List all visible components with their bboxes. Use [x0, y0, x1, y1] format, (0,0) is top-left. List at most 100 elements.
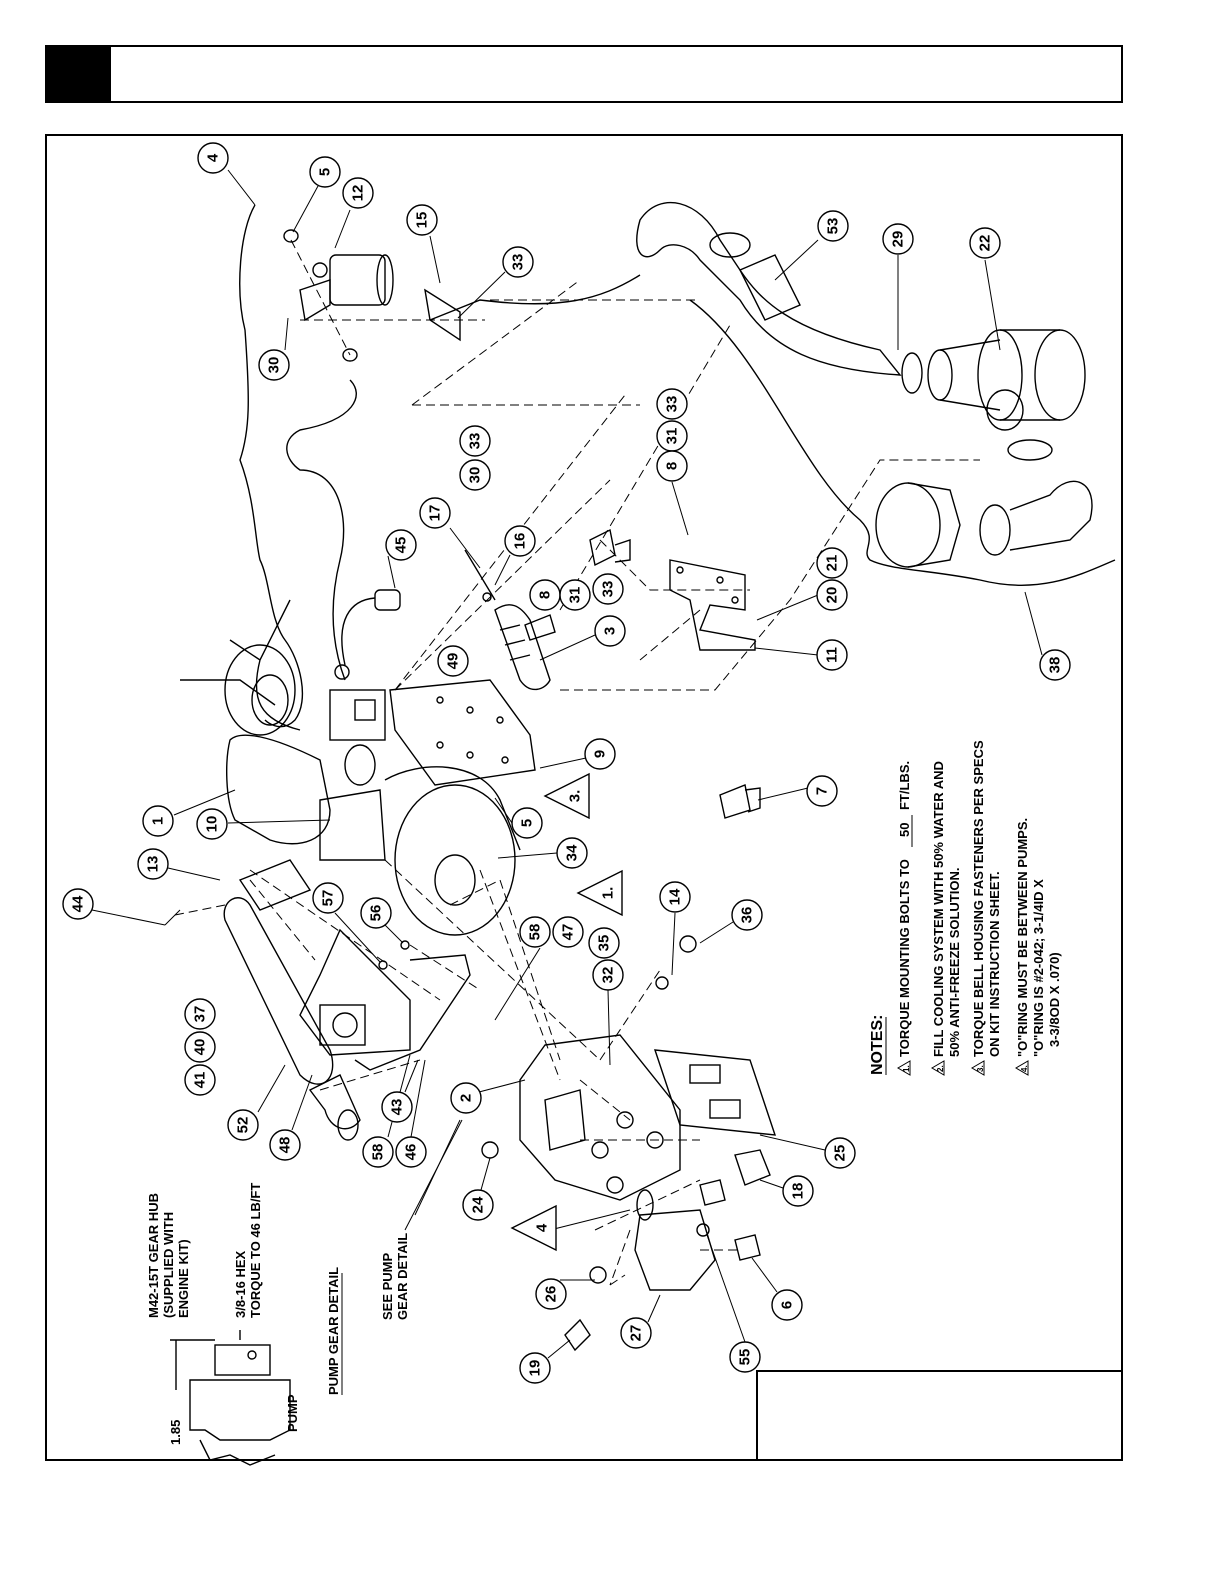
callout-number: 21	[824, 555, 841, 572]
header-black-block	[47, 47, 111, 101]
callout-balloon-33: 33	[656, 388, 688, 420]
callout-balloon-35: 35	[588, 927, 620, 959]
callout-number: 8	[664, 462, 681, 470]
callout-number: 37	[192, 1006, 209, 1023]
callout-balloon-52: 52	[227, 1109, 259, 1141]
callout-balloon-25: 25	[824, 1137, 856, 1169]
callout-number: 24	[470, 1196, 487, 1213]
callout-number: 17	[427, 505, 444, 522]
callout-number: 26	[543, 1286, 560, 1303]
callout-number: 13	[145, 856, 162, 873]
callout-balloon-31: 31	[656, 420, 688, 452]
callout-balloon-5: 5	[309, 156, 341, 188]
callout-balloon-14: 14	[659, 881, 691, 913]
callout-number: 47	[560, 924, 577, 941]
callout-number: 58	[370, 1144, 387, 1161]
callout-balloon-38: 38	[1039, 649, 1071, 681]
callout-balloon-46: 46	[395, 1136, 427, 1168]
callout-balloon-9: 9	[584, 738, 616, 770]
note-4-line2: "O"RING IS #2-042; 3-1/4ID X	[1031, 879, 1046, 1057]
svg-text:GEAR DETAIL: GEAR DETAIL	[395, 1233, 410, 1320]
callout-number: 29	[890, 231, 907, 248]
callout-balloon-21: 21	[816, 547, 848, 579]
callout-number: 19	[527, 1360, 544, 1377]
callout-number: 43	[389, 1099, 406, 1116]
callout-balloon-10: 10	[196, 808, 228, 840]
callout-number: 52	[235, 1117, 252, 1134]
callout-number: 4	[205, 153, 222, 162]
callout-balloon-11: 11	[816, 639, 848, 671]
callout-balloon-2: 2	[450, 1082, 482, 1114]
note-triangle-number: 3.	[567, 790, 584, 803]
callout-number: 3	[602, 627, 619, 635]
svg-text:SEE PUMP: SEE PUMP	[380, 1252, 395, 1320]
callout-balloon-3: 3	[594, 615, 626, 647]
callout-balloon-18: 18	[782, 1175, 814, 1207]
callout-number: 15	[414, 212, 431, 229]
callout-number: 46	[403, 1144, 420, 1161]
note-4-line1: "O"RING MUST BE BETWEEN PUMPS.	[1015, 818, 1030, 1057]
callout-balloon-27: 27	[620, 1317, 652, 1349]
callout-balloon-22: 22	[969, 227, 1001, 259]
callout-balloon-47: 47	[552, 916, 584, 948]
callout-balloon-15: 15	[406, 204, 438, 236]
pump-gear-detail-title: PUMP GEAR DETAIL	[326, 1267, 343, 1395]
callout-balloon-58: 58	[519, 916, 551, 948]
callout-balloon-26: 26	[535, 1278, 567, 1310]
note-1-suffix: FT/LBS.	[897, 761, 912, 810]
callout-balloon-57: 57	[312, 882, 344, 914]
callout-number: 36	[739, 907, 756, 924]
callout-number: 48	[277, 1137, 294, 1154]
note-4-line3: 3-3/8OD X .070)	[1047, 952, 1062, 1047]
callout-balloon-29: 29	[882, 223, 914, 255]
callout-balloon-17: 17	[419, 497, 451, 529]
callout-balloon-5: 5	[511, 807, 543, 839]
assembly-centerlines	[174, 239, 980, 1286]
note-3-line1: TORQUE BELL HOUSING FASTENERS PER SPECS	[971, 740, 986, 1057]
callout-number: 14	[667, 888, 684, 905]
callout-number: 27	[628, 1325, 645, 1342]
callout-number: 30	[266, 357, 283, 374]
note-1-number: 1.	[902, 1065, 911, 1072]
callout-balloon-45: 45	[385, 529, 417, 561]
callout-number: 35	[596, 935, 613, 952]
callout-number: 33	[600, 581, 617, 598]
callout-balloon-12: 12	[342, 177, 374, 209]
callout-balloon-19: 19	[519, 1352, 551, 1384]
header-bar	[45, 45, 1123, 103]
callout-balloon-13: 13	[137, 848, 169, 880]
callout-balloon-20: 20	[816, 579, 848, 611]
callout-number: 53	[825, 218, 842, 235]
svg-text:1.85: 1.85	[168, 1420, 183, 1445]
note-triangle-3: 3.	[543, 772, 590, 820]
svg-text:PUMP GEAR DETAIL: PUMP GEAR DETAIL	[326, 1267, 341, 1395]
callout-number: 38	[1047, 657, 1064, 674]
callout-number: 33	[467, 433, 484, 450]
svg-text:(SUPPLIED WITH: (SUPPLIED WITH	[161, 1212, 176, 1318]
callout-number: 18	[790, 1183, 807, 1200]
callout-number: 9	[592, 750, 609, 758]
callout-number: 33	[664, 396, 681, 413]
callout-balloon-33: 33	[502, 246, 534, 278]
callout-balloon-44: 44	[62, 888, 94, 920]
callout-number: 31	[664, 428, 681, 445]
callout-balloon-56: 56	[360, 897, 392, 929]
callout-balloon-30: 30	[459, 459, 491, 491]
notes-heading: NOTES:	[869, 1015, 886, 1075]
callout-number: 8	[537, 591, 554, 599]
note-1-prefix: TORQUE MOUNTING BOLTS TO	[897, 859, 912, 1057]
callout-balloon-4: 4	[197, 142, 229, 174]
callout-balloon-7: 7	[806, 775, 838, 807]
note-2-number: 2.	[936, 1065, 945, 1072]
callout-number: 41	[192, 1072, 209, 1089]
callout-balloon-8: 8	[529, 579, 561, 611]
callout-number: 7	[814, 787, 831, 795]
note-triangle-1: 1.	[576, 869, 623, 917]
callout-balloon-41: 41	[184, 1064, 216, 1096]
callout-balloon-49: 49	[437, 645, 469, 677]
note-triangles: 3.1.4	[510, 772, 623, 1252]
callout-balloon-36: 36	[731, 899, 763, 931]
note-3-number: 3.	[976, 1065, 985, 1072]
note-1-value: 50	[897, 823, 912, 837]
